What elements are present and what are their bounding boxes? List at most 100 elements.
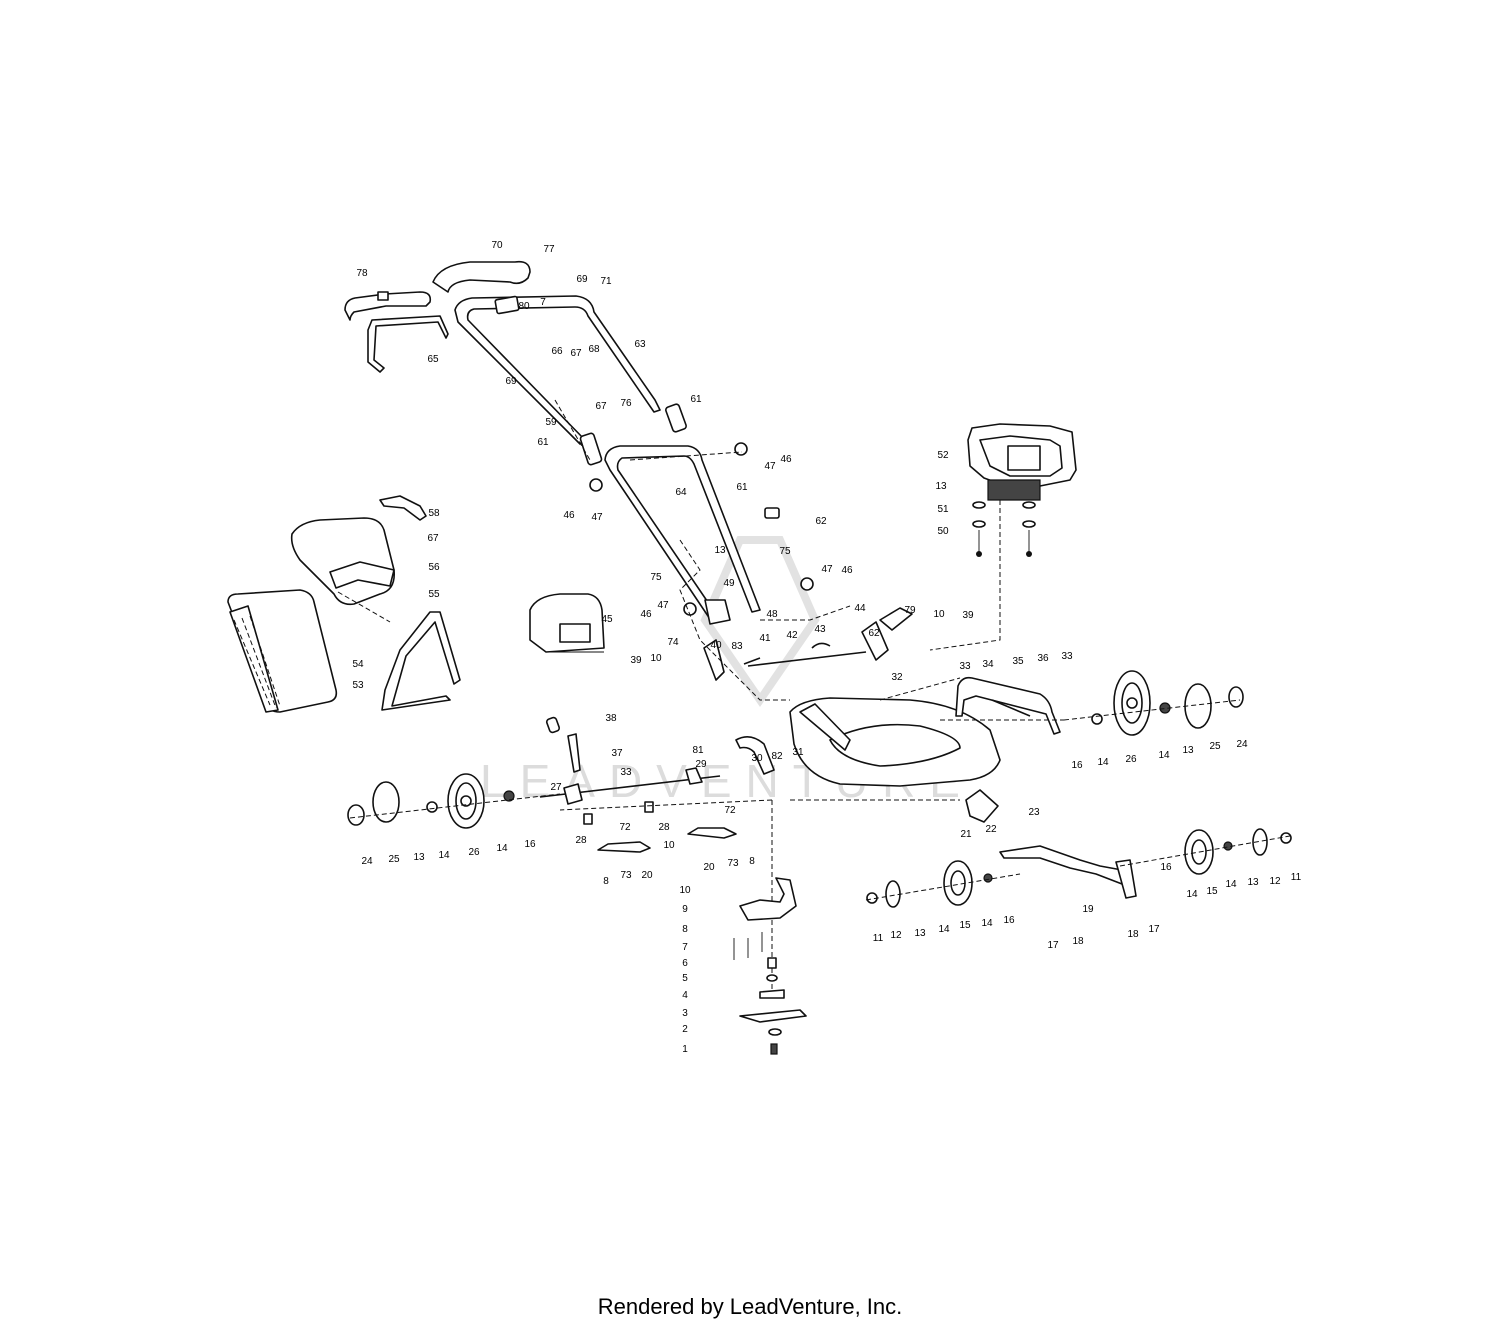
rear-flap [735, 736, 775, 775]
mower-deck [789, 697, 1001, 787]
front-axle [965, 789, 1137, 899]
part-number-label: 33 [959, 661, 971, 672]
part-number-label: 44 [854, 603, 866, 614]
part-number-label: 46 [563, 510, 575, 521]
part-number-label: 47 [657, 600, 669, 611]
part-number-label: 46 [640, 609, 652, 620]
part-number-label: 71 [600, 276, 612, 287]
part-number-label: 56 [428, 562, 440, 573]
part-number-label: 10 [663, 840, 675, 851]
height-brackets [703, 607, 913, 681]
part-number-label: 17 [1047, 940, 1059, 951]
part-number-label: 14 [1186, 889, 1198, 900]
part-number-label: 20 [641, 870, 653, 881]
part-number-label: 75 [779, 546, 791, 557]
part-number-label: 36 [1037, 653, 1049, 664]
part-number-label: 17 [1148, 924, 1160, 935]
grass-bag [227, 589, 338, 713]
part-number-label: 9 [682, 904, 688, 915]
part-number-label: 26 [468, 847, 480, 858]
part-number-label: 8 [603, 876, 609, 887]
part-number-label: 45 [601, 614, 613, 625]
part-number-label: 13 [914, 928, 926, 939]
part-number-label: 14 [1097, 757, 1109, 768]
part-number-label: 34 [982, 659, 994, 670]
part-number-label: 46 [841, 565, 853, 576]
engine-bolts [972, 501, 1036, 557]
part-number-label: 46 [780, 454, 792, 465]
part-number-label: 82 [771, 751, 783, 762]
part-number-label: 53 [352, 680, 364, 691]
part-number-label: 78 [356, 268, 368, 279]
upper-handle [432, 260, 661, 445]
part-number-label: 11 [1291, 872, 1302, 883]
part-number-label: 14 [938, 924, 950, 935]
part-number-label: 1 [682, 1044, 688, 1055]
part-number-label: 15 [959, 920, 971, 931]
part-number-label: 72 [724, 805, 736, 816]
right-front-wheel [1119, 828, 1292, 875]
part-number-label: 72 [619, 822, 631, 833]
part-number-label: 58 [428, 508, 440, 519]
part-number-label: 83 [731, 641, 743, 652]
part-number-label: 26 [1125, 754, 1137, 765]
part-number-label: 35 [1012, 656, 1024, 667]
part-number-label: 3 [682, 1008, 688, 1019]
footer-credit: Rendered by LeadVenture, Inc. [597, 1294, 903, 1319]
part-number-label: 29 [695, 759, 707, 770]
part-number-label: 13 [413, 852, 425, 863]
part-number-label: 31 [792, 747, 804, 758]
part-number-label: 52 [937, 450, 949, 461]
part-number-label: 67 [427, 533, 439, 544]
part-number-label: 24 [1236, 739, 1248, 750]
left-rear-wheel [347, 773, 561, 829]
part-number-label: 69 [576, 274, 588, 285]
battery-box [529, 593, 605, 653]
part-number-label: 68 [588, 344, 600, 355]
part-number-label: 62 [815, 516, 827, 527]
part-number-label: 6 [682, 958, 688, 969]
part-number-label: 16 [524, 839, 536, 850]
part-number-label: 61 [736, 482, 748, 493]
part-number-label: 14 [1158, 750, 1170, 761]
part-number-label: 28 [575, 835, 587, 846]
part-number-label: 33 [620, 767, 632, 778]
part-number-label: 12 [1269, 876, 1281, 887]
part-number-label: 74 [667, 637, 679, 648]
part-number-label: 42 [786, 630, 798, 641]
part-number-label: 75 [650, 572, 662, 583]
part-number-label: 21 [960, 829, 972, 840]
part-number-label: 39 [630, 655, 642, 666]
handle-tubes [579, 403, 687, 466]
handle-knobs [589, 442, 814, 616]
part-number-label: 11 [873, 933, 884, 944]
part-number-label: 73 [620, 870, 632, 881]
part-number-label: 24 [361, 856, 373, 867]
part-number-label: 32 [891, 672, 903, 683]
part-number-label: 16 [1160, 862, 1172, 873]
part-number-label: 20 [703, 862, 715, 873]
part-number-label: 73 [727, 858, 739, 869]
part-number-label: 22 [985, 824, 997, 835]
part-number-label: 48 [766, 609, 778, 620]
part-number-label: 38 [605, 713, 617, 724]
part-number-label: 13 [1247, 877, 1259, 888]
assembly-lines [337, 399, 1064, 811]
part-number-label: 15 [1206, 886, 1218, 897]
part-number-label: 18 [1127, 929, 1139, 940]
part-number-label: 69 [505, 376, 517, 387]
part-number-label: 65 [427, 354, 439, 365]
bag-handle [379, 495, 427, 521]
left-front-wheel [865, 860, 1021, 908]
part-number-label: 63 [634, 339, 646, 350]
part-number-label: 16 [1003, 915, 1015, 926]
part-number-label: 47 [821, 564, 833, 575]
part-number-label: 40 [710, 640, 722, 651]
part-number-label: 14 [1225, 879, 1237, 890]
part-number-label: 54 [352, 659, 364, 670]
part-number-label: 77 [543, 244, 555, 255]
part-number-label: 67 [595, 401, 607, 412]
part-number-label: 76 [620, 398, 632, 409]
part-number-label: 80 [518, 301, 530, 312]
